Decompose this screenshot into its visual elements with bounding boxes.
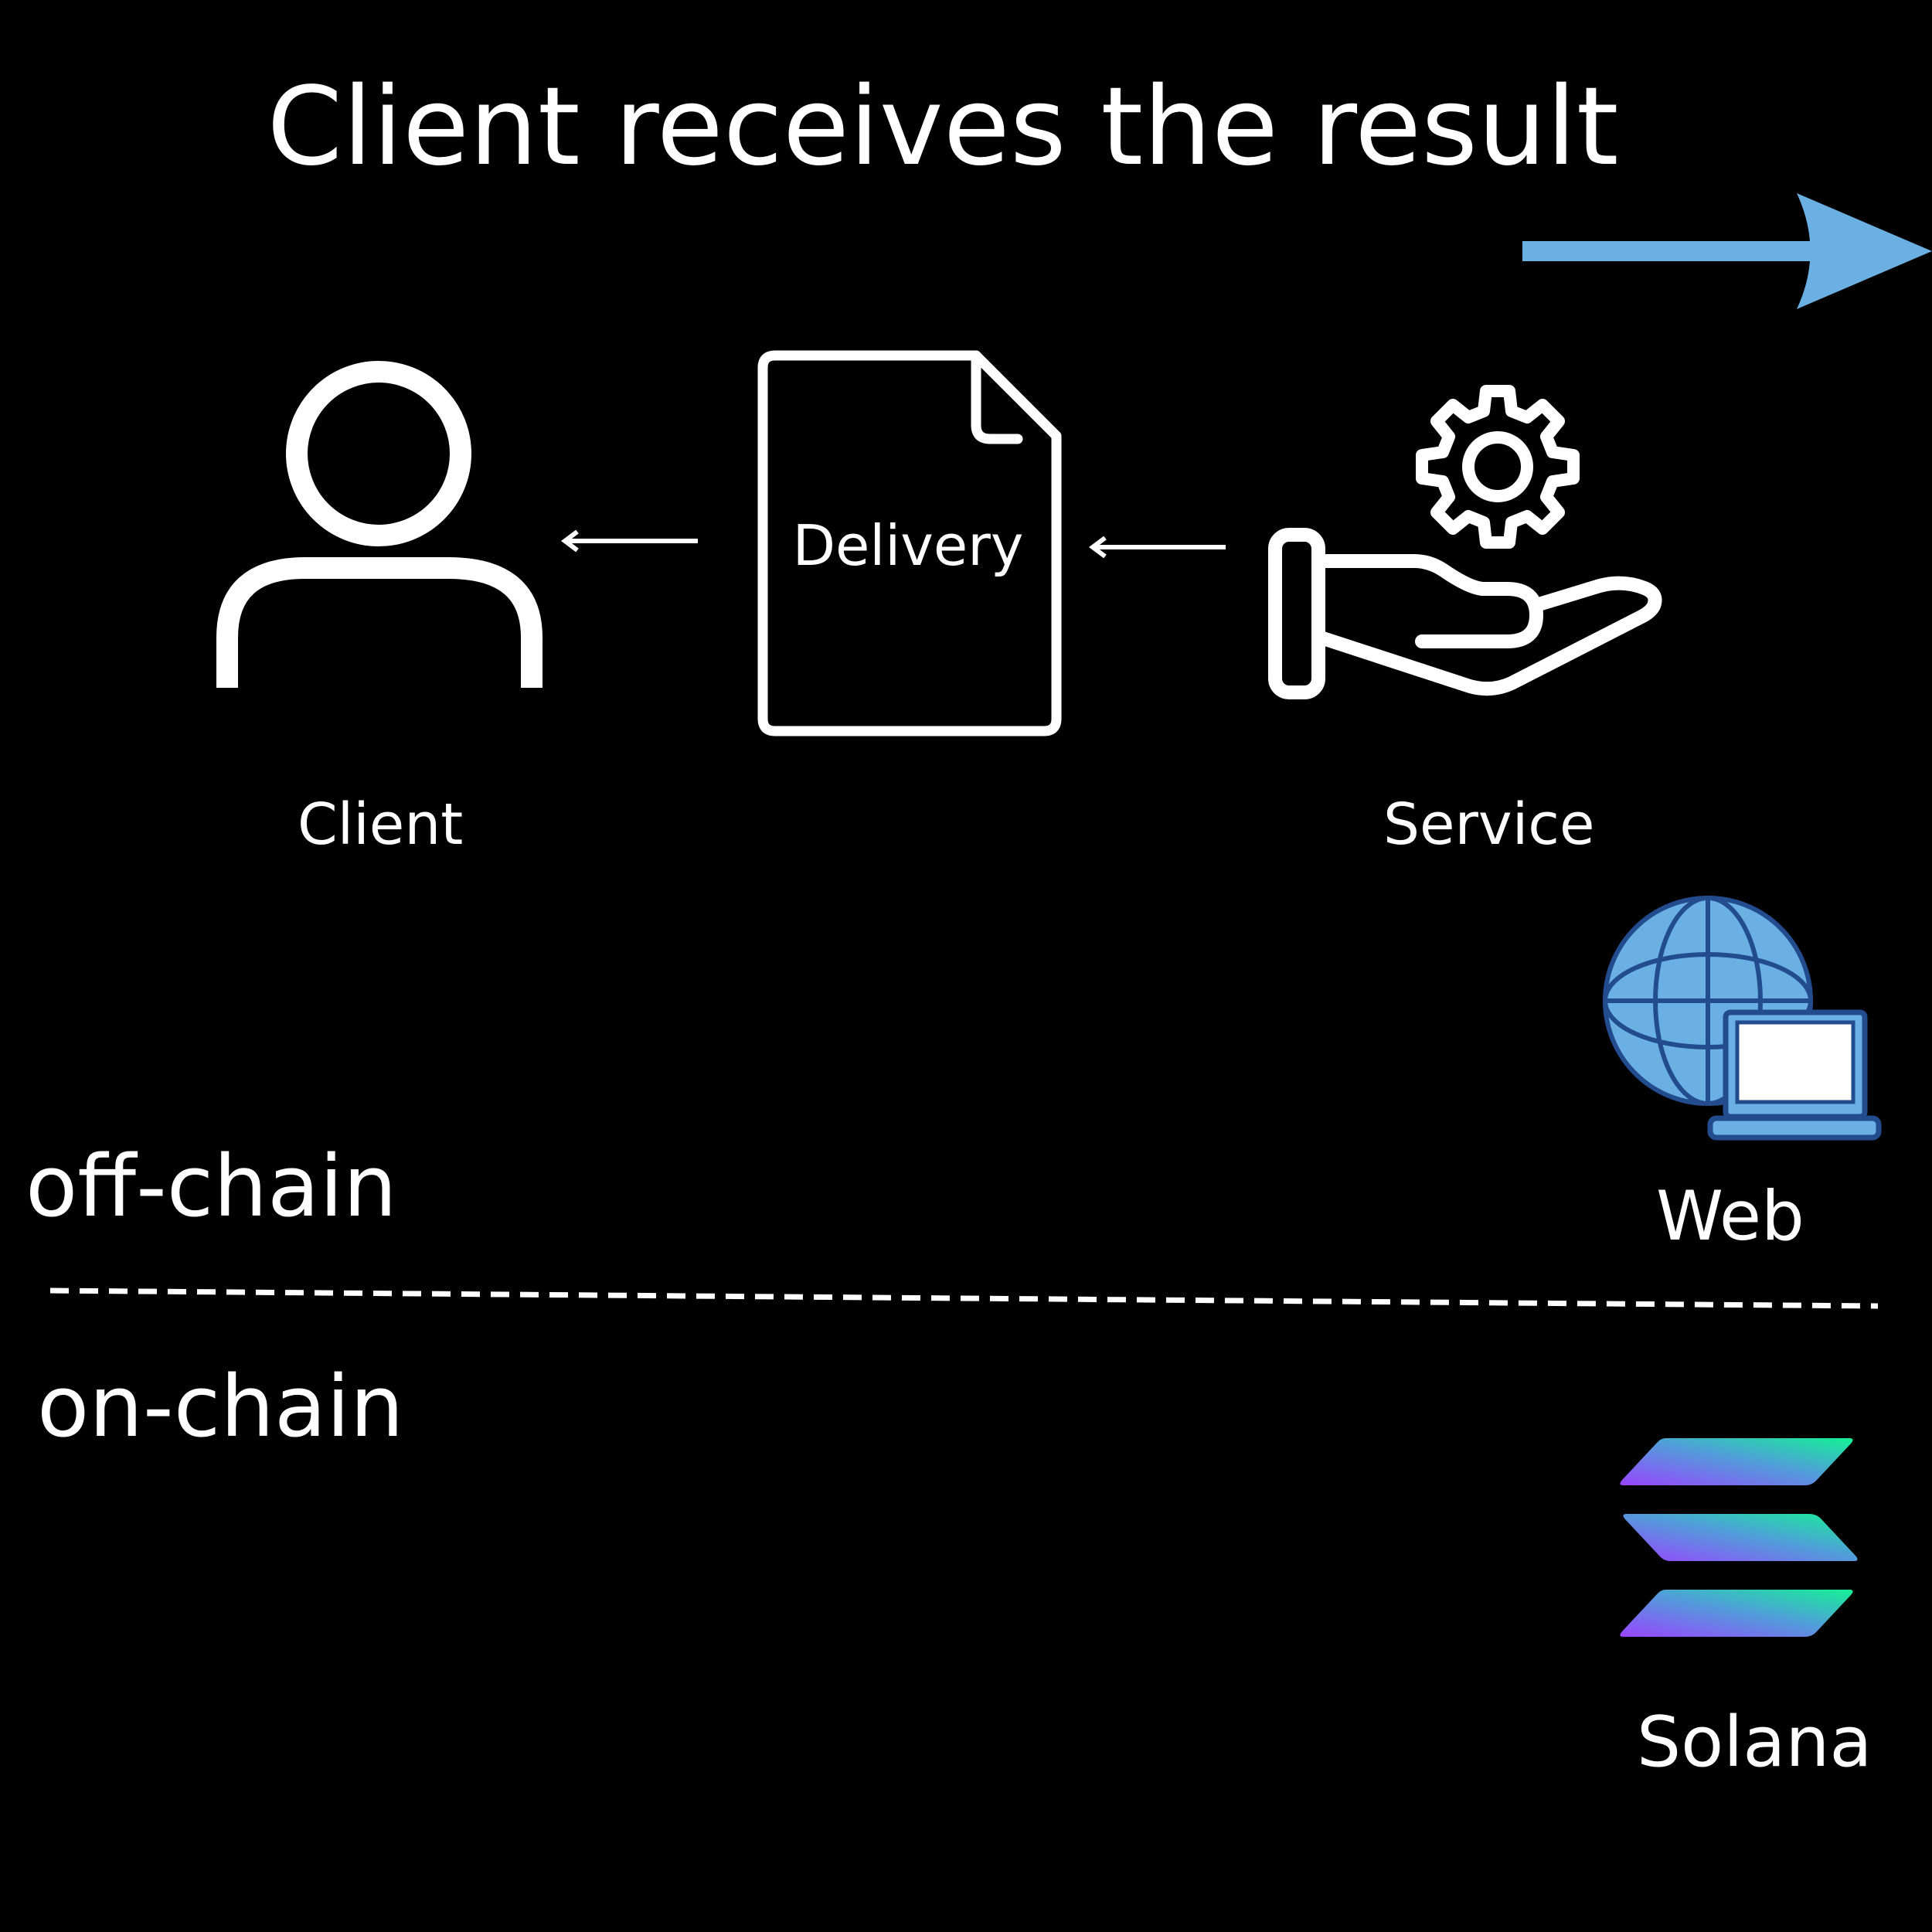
off-chain-label: off-chain (26, 1137, 397, 1236)
globe-laptop-icon (1603, 896, 1882, 1141)
next-arrow-icon[interactable] (1519, 189, 1932, 313)
client-label: Client (298, 791, 464, 858)
page-title: Client receives the result (267, 64, 1619, 190)
solana-label: Solana (1637, 1702, 1872, 1783)
hand-gear-icon (1268, 385, 1662, 699)
on-chain-label: on-chain (37, 1357, 404, 1456)
chain-divider (49, 1287, 1879, 1309)
service-label: Service (1383, 791, 1595, 858)
web-label: Web (1656, 1176, 1804, 1256)
delivery-label: Delivery (792, 513, 1024, 578)
solana-logo-icon (1620, 1438, 1858, 1637)
document-icon (757, 350, 1062, 736)
user-icon (216, 361, 543, 688)
arrow-to-client (561, 529, 698, 553)
arrow-to-delivery (1089, 536, 1226, 559)
